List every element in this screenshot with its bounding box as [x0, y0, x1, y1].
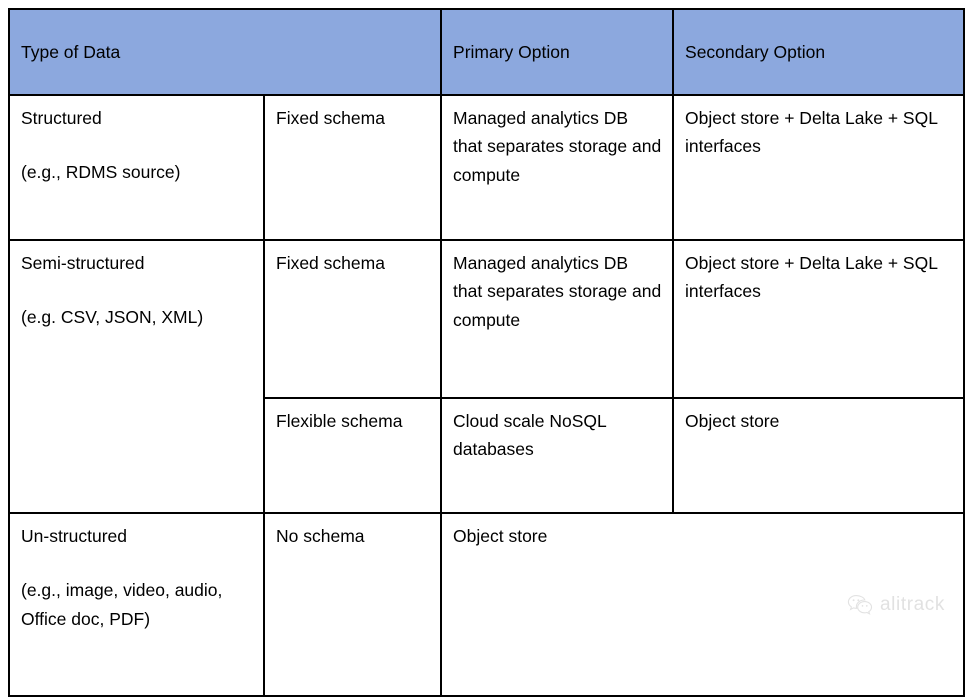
data-table: Type of Data Primary Option Secondary Op…	[7, 8, 966, 697]
table-header-row: Type of Data Primary Option Secondary Op…	[7, 8, 966, 96]
cell-schema-structured: Fixed schema	[262, 94, 443, 241]
type-label-semi-structured: Semi-structured	[21, 253, 145, 273]
data-table-container: Type of Data Primary Option Secondary Op…	[7, 8, 966, 697]
cell-schema-unstructured: No schema	[262, 512, 443, 697]
cell-type-semi-structured: Semi-structured (e.g. CSV, JSON, XML)	[8, 239, 265, 514]
type-example-structured: (e.g., RDMS source)	[21, 162, 181, 183]
type-example-unstructured: (e.g., image, video, audio, Office doc, …	[21, 580, 223, 629]
cell-primary-semi-fixed: Managed analytics DB that separates stor…	[440, 239, 675, 399]
cell-secondary-semi-fixed: Object store + Delta Lake + SQL interfac…	[672, 239, 966, 399]
cell-type-structured: Structured (e.g., RDMS source)	[8, 94, 265, 241]
cell-schema-semi-fixed: Fixed schema	[262, 239, 443, 399]
cell-primary-structured: Managed analytics DB that separates stor…	[440, 94, 675, 241]
table-row-semi-structured-flexible: Flexible schema Cloud scale NoSQL databa…	[9, 397, 966, 514]
cell-schema-semi-flexible: Flexible schema	[262, 397, 443, 514]
column-header-primary-option: Primary Option	[440, 8, 675, 96]
cell-type-unstructured: Un-structured (e.g., image, video, audio…	[8, 512, 265, 697]
table-row-unstructured: Un-structured (e.g., image, video, audio…	[8, 512, 966, 697]
cell-primary-semi-flexible: Cloud scale NoSQL databases	[440, 397, 675, 514]
table-row-semi-structured-fixed: Semi-structured (e.g. CSV, JSON, XML) Fi…	[8, 239, 966, 514]
table-row-structured: Structured (e.g., RDMS source) Fixed sch…	[8, 94, 966, 241]
type-label-structured: Structured	[21, 108, 102, 128]
column-header-type-of-data: Type of Data	[7, 8, 443, 96]
type-label-unstructured: Un-structured	[21, 526, 128, 546]
cell-secondary-semi-flexible: Object store	[672, 397, 966, 514]
type-example-semi-structured: (e.g. CSV, JSON, XML)	[21, 307, 204, 328]
column-header-secondary-option: Secondary Option	[672, 8, 966, 96]
cell-secondary-structured: Object store + Delta Lake + SQL interfac…	[672, 94, 966, 241]
cell-merged-object-store: Object store	[440, 512, 966, 697]
